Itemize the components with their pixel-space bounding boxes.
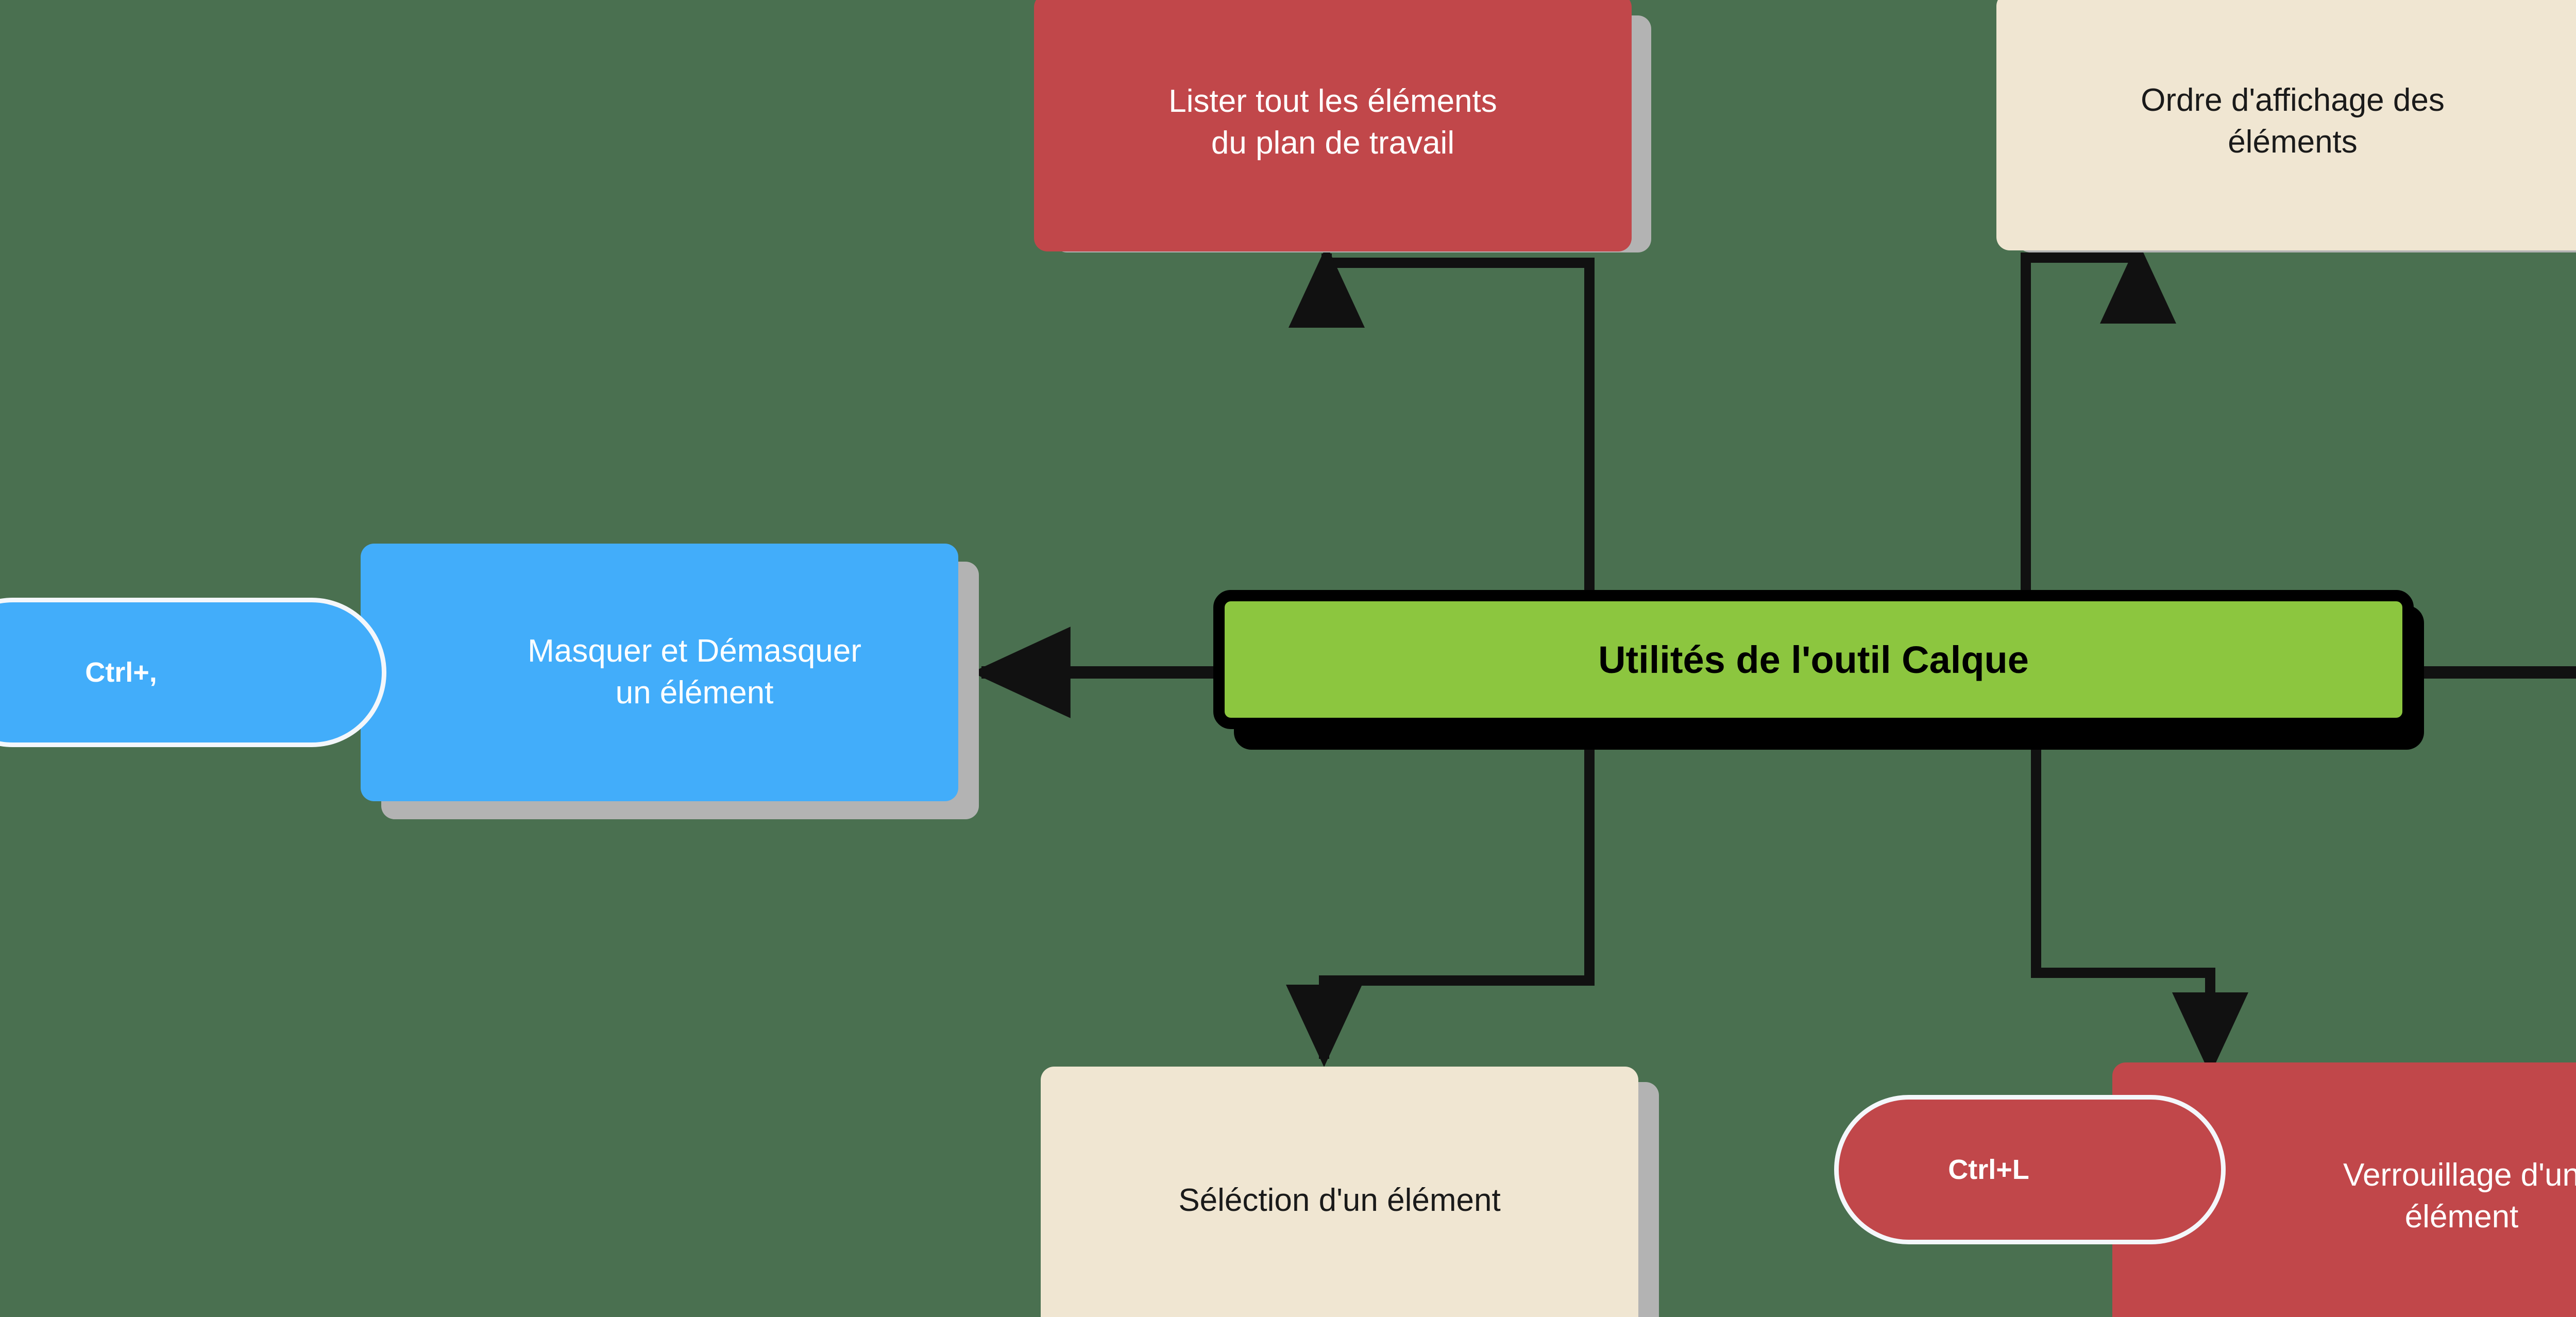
- shortcut-pill-ctrl-l[interactable]: Ctrl+L: [1834, 1095, 2226, 1244]
- node-selection-element-label: Séléction d'un élément: [1178, 1182, 1501, 1218]
- shortcut-pill-ctrl-comma-label: Ctrl+,: [85, 657, 157, 688]
- edge-center-to-verrouillage: [2031, 737, 2248, 1075]
- node-ordre-affichage-label: Ordre d'affichage des éléments: [2141, 82, 2445, 160]
- node-verrouillage-element-label: Verrouillage d'un élément: [2343, 1157, 2576, 1235]
- node-lister-elements[interactable]: Lister tout les éléments du plan de trav…: [1034, 0, 1632, 251]
- node-ordre-affichage[interactable]: Ordre d'affichage des éléments: [1996, 0, 2576, 250]
- edge-center-to-selection: [1286, 737, 1595, 1068]
- center-node-label: Utilités de l'outil Calque: [1598, 638, 2029, 681]
- edge-center-to-ordre: [2021, 241, 2176, 608]
- shortcut-pill-ctrl-comma[interactable]: Ctrl+,: [0, 598, 386, 747]
- node-masquer-demasquer[interactable]: Masquer et Démasquer un élément: [361, 544, 958, 801]
- center-node[interactable]: Utilités de l'outil Calque: [1213, 590, 2414, 729]
- node-lister-elements-label: Lister tout les éléments du plan de trav…: [1168, 83, 1497, 161]
- node-selection-element[interactable]: Séléction d'un élément: [1041, 1067, 1638, 1317]
- edge-center-to-lister: [1289, 245, 1595, 608]
- node-masquer-demasquer-label: Masquer et Démasquer un élément: [528, 633, 861, 711]
- shortcut-pill-ctrl-l-label: Ctrl+L: [1948, 1154, 2029, 1185]
